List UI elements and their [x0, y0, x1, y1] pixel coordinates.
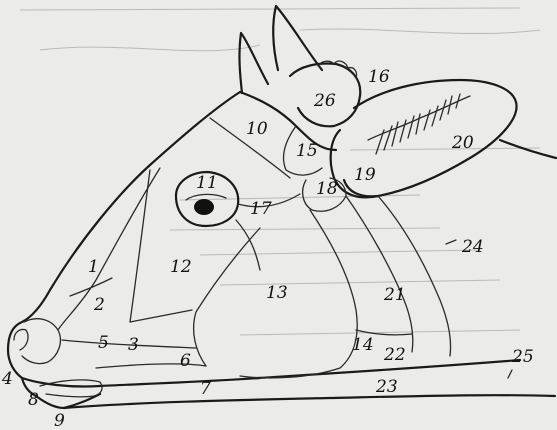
chin-line: [64, 395, 555, 408]
label-26: 26: [313, 91, 336, 111]
masseter-outline: [240, 210, 357, 378]
label-4: 4: [1, 369, 13, 389]
region-12-lower: [130, 310, 192, 322]
right-horn: [273, 6, 322, 70]
ear-base: [331, 130, 378, 197]
label-23: 23: [375, 377, 398, 397]
label-25: 25: [511, 347, 534, 367]
region-12-boundary: [130, 170, 150, 322]
region-24-marker: [446, 240, 456, 244]
label-11: 11: [196, 173, 218, 193]
label-18: 18: [316, 179, 338, 199]
eye-icon: [194, 199, 214, 215]
region-25-marker: [508, 370, 512, 378]
ear-hair: [376, 94, 460, 154]
left-horn: [239, 33, 268, 93]
label-21: 21: [383, 285, 406, 305]
label-20: 20: [451, 133, 474, 153]
label-7: 7: [200, 379, 211, 399]
label-19: 19: [354, 165, 376, 185]
masseter-front: [194, 228, 260, 366]
region-labels: 1 2 3 4 5 6 7 8 9 10 11 12 13 14 15 16 1…: [1, 67, 534, 430]
zygomatic-line: [236, 220, 260, 270]
label-2: 2: [93, 295, 105, 315]
label-3: 3: [128, 335, 139, 355]
head-outline: [8, 92, 240, 408]
label-24: 24: [461, 237, 484, 257]
label-22: 22: [383, 345, 406, 365]
label-8: 8: [28, 390, 39, 410]
label-6: 6: [180, 351, 191, 371]
label-13: 13: [266, 283, 288, 303]
nostril: [14, 329, 28, 350]
nasal-line: [58, 168, 160, 330]
label-9: 9: [54, 411, 65, 430]
label-14: 14: [352, 335, 374, 355]
label-10: 10: [246, 119, 268, 139]
neck-top-line: [500, 140, 556, 158]
label-1: 1: [88, 257, 99, 277]
label-15: 15: [296, 141, 318, 161]
label-5: 5: [98, 333, 109, 353]
lip-fold: [40, 380, 102, 397]
label-16: 16: [368, 67, 390, 87]
label-17: 17: [250, 199, 272, 219]
region-1-2-boundary: [70, 278, 112, 296]
label-12: 12: [170, 257, 192, 277]
region-21-boundary: [346, 196, 413, 352]
